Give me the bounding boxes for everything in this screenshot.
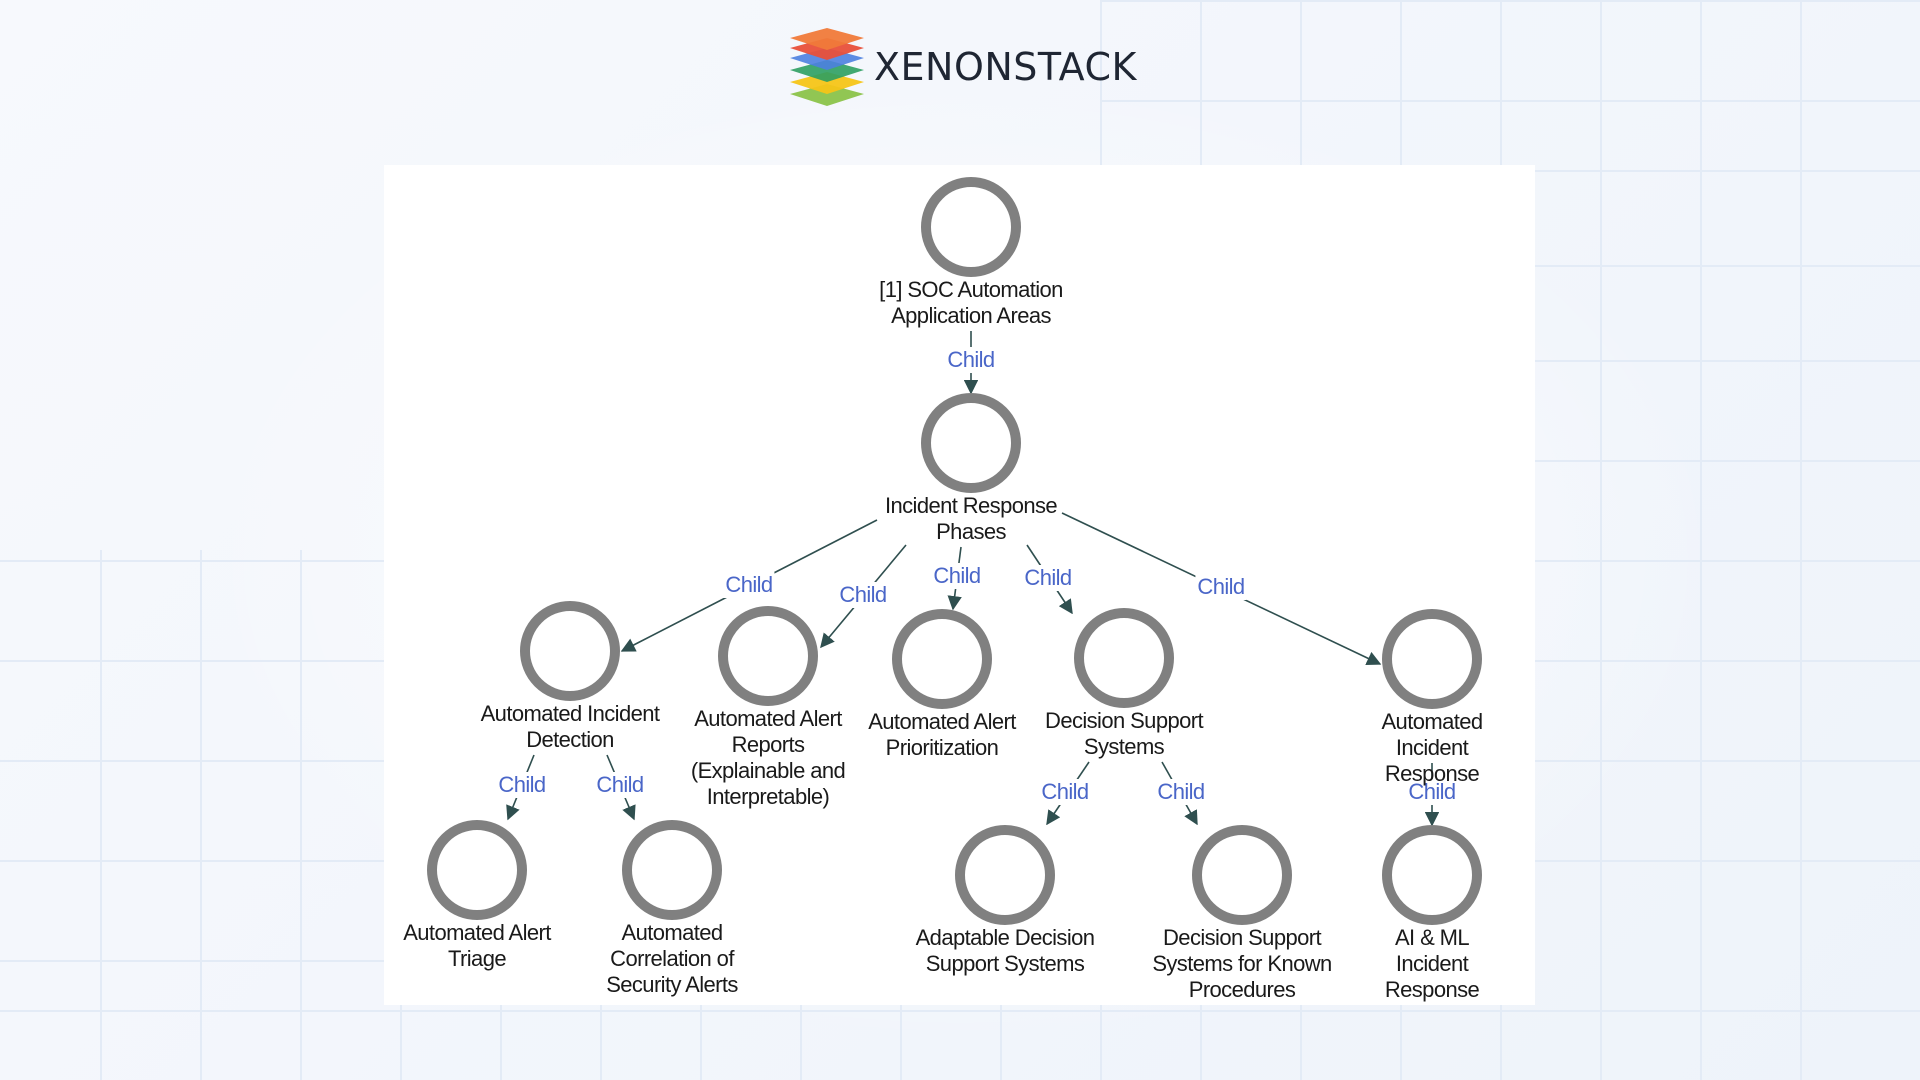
node-phases-circle[interactable] (921, 393, 1021, 493)
edge-label: Child (594, 772, 646, 798)
edge-label: Child (931, 563, 983, 589)
node-response-circle[interactable] (1382, 609, 1482, 709)
node-prioritization-circle[interactable] (892, 609, 992, 709)
node-aiml-circle[interactable] (1382, 825, 1482, 925)
nodes-layer (427, 177, 1482, 925)
edge-label: Child (496, 772, 548, 798)
edge-label: Child (723, 572, 775, 598)
node-dss-circle[interactable] (1074, 608, 1174, 708)
edge-label: Child (1039, 779, 1091, 805)
node-correlation-label: Automated Correlation of Security Alerts (606, 920, 738, 997)
node-prioritization-label: Automated Alert Prioritization (868, 709, 1016, 760)
node-known-label: Decision Support Systems for Known Proce… (1152, 925, 1332, 1002)
node-detection-circle[interactable] (520, 601, 620, 701)
node-adaptable-circle[interactable] (955, 825, 1055, 925)
node-adaptable-label: Adaptable Decision Support Systems (915, 925, 1095, 976)
brand-name: XENONSTACK (874, 45, 1137, 89)
node-correlation-circle[interactable] (622, 820, 722, 920)
node-response-label: Automated Incident Response (1381, 709, 1483, 786)
edge-label: Child (1155, 779, 1207, 805)
edge-label: Child (837, 582, 889, 608)
edge-label: Child (1195, 574, 1247, 600)
node-root-circle[interactable] (921, 177, 1021, 277)
node-phases-label: Incident Response Phases (884, 493, 1058, 544)
edge-label: Child (1406, 779, 1458, 805)
node-detection-label: Automated Incident Detection (480, 701, 660, 752)
node-known-circle[interactable] (1192, 825, 1292, 925)
node-triage-label: Automated Alert Triage (403, 920, 551, 971)
node-aiml-label: AI & ML Incident Response (1384, 925, 1480, 1002)
edge-label: Child (1022, 565, 1074, 591)
layered-stack-icon (790, 28, 864, 106)
node-dss-label: Decision Support Systems (1045, 708, 1204, 759)
brand-logo[interactable]: XENONSTACK (788, 26, 1137, 108)
edge-label: Child (945, 347, 997, 373)
node-root-label: [1] SOC Automation Application Areas (879, 277, 1063, 328)
node-reports-circle[interactable] (718, 606, 818, 706)
node-triage-circle[interactable] (427, 820, 527, 920)
node-reports-label: Automated Alert Reports (Explainable and… (690, 706, 846, 809)
